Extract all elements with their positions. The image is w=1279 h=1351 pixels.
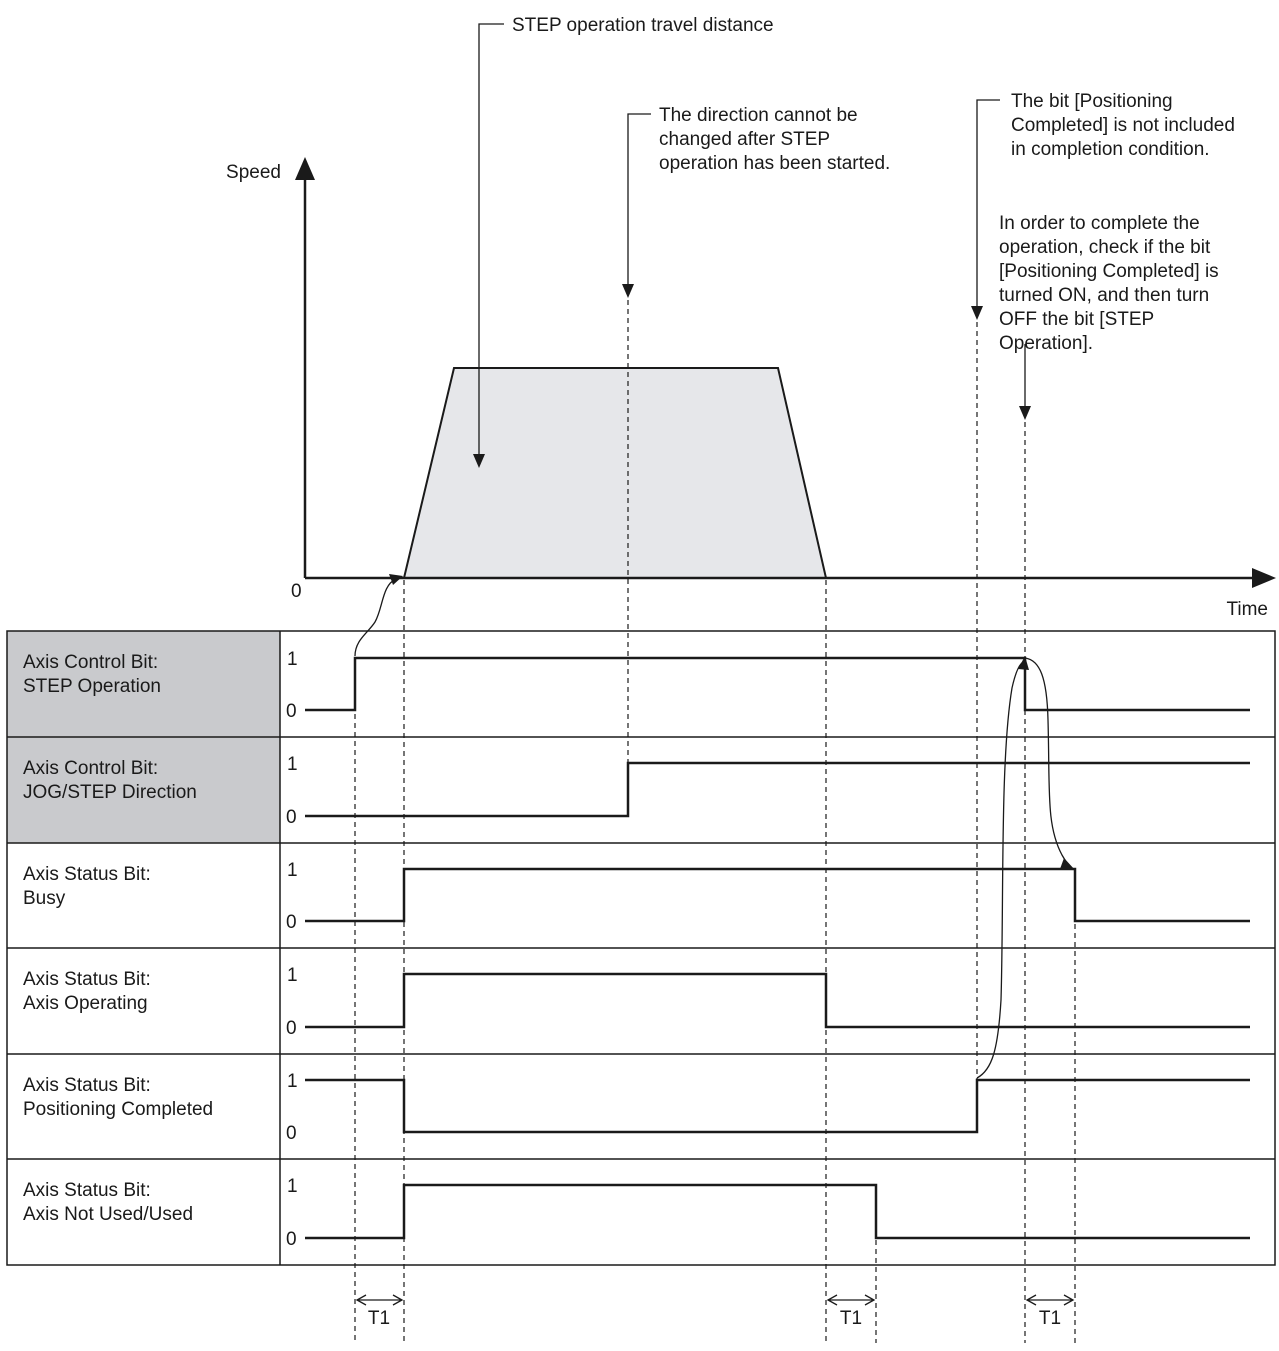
waveform-jog-step-direction: [305, 761, 1250, 818]
row-label: Axis Status Bit:: [23, 969, 151, 990]
t1-marker: T1: [1025, 1294, 1075, 1329]
waveform-busy: [305, 867, 1250, 923]
callout-direction-line: operation has been started.: [659, 153, 890, 174]
causal-arrowhead: [1060, 858, 1075, 870]
level-high-label: 1: [287, 965, 298, 986]
callout-positioning: The bit [Positioning Completed] is not i…: [971, 91, 1235, 320]
callout-arrowhead: [1019, 406, 1031, 420]
callout-direction-line: changed after STEP: [659, 129, 830, 150]
event-guides: [354, 300, 1076, 1343]
callout-complete-line: [Positioning Completed] is: [999, 261, 1219, 282]
t1-label: T1: [368, 1308, 390, 1329]
speed-origin-label: 0: [291, 581, 302, 602]
level-high-label: 1: [287, 1071, 298, 1092]
callout-complete-line: Operation].: [999, 333, 1093, 354]
row-label: Axis Status Bit:: [23, 864, 151, 885]
callout-travel-distance: STEP operation travel distance: [473, 15, 774, 468]
speed-axis-label: Speed: [226, 162, 281, 183]
level-high-label: 1: [287, 649, 298, 670]
row-label-cell-step-operation: [7, 631, 280, 737]
level-high-label: 1: [287, 860, 298, 881]
waveform-positioning-completed: [305, 1078, 1250, 1134]
waveforms: [305, 656, 1250, 1240]
callout-arrowhead: [971, 306, 983, 320]
causal-arrowhead: [389, 574, 403, 585]
callout-complete-line: turned ON, and then turn: [999, 285, 1209, 306]
row-label: Axis Operating: [23, 993, 148, 1014]
level-low-label: 0: [286, 701, 297, 722]
waveform-axis-operating: [305, 972, 1250, 1029]
t1-label: T1: [840, 1308, 862, 1329]
level-low-label: 0: [286, 1123, 297, 1144]
level-low-label: 0: [286, 807, 297, 828]
callout-arrowhead: [622, 284, 634, 298]
callout-complete-line: OFF the bit [STEP: [999, 309, 1154, 330]
level-high-label: 1: [287, 754, 298, 775]
row-label: Axis Control Bit:: [23, 758, 158, 779]
time-axis-label: Time: [1226, 599, 1268, 620]
level-low-label: 0: [286, 1018, 297, 1039]
callout-complete-line: operation, check if the bit: [999, 237, 1211, 258]
callout-complete: In order to complete the operation, chec…: [999, 213, 1219, 420]
callout-positioning-line: in completion condition.: [1011, 139, 1210, 160]
row-label: Positioning Completed: [23, 1099, 213, 1120]
level-high-label: 1: [287, 1176, 298, 1197]
callout-travel-text: STEP operation travel distance: [512, 15, 774, 36]
callout-direction-line: The direction cannot be: [659, 105, 858, 126]
row-label: STEP Operation: [23, 676, 161, 697]
callout-positioning-line: Completed] is not included: [1011, 115, 1235, 136]
row-label: Axis Status Bit:: [23, 1180, 151, 1201]
level-low-label: 0: [286, 1229, 297, 1250]
t1-marker: T1: [355, 1294, 404, 1329]
t1-marker: T1: [826, 1294, 876, 1329]
causal-arrowhead: [1018, 656, 1029, 670]
speed-chart: Speed Time 0: [226, 157, 1276, 620]
row-label: Axis Not Used/Used: [23, 1204, 193, 1225]
row-label: Busy: [23, 888, 66, 909]
callout-arrowhead: [473, 454, 485, 468]
level-low-label: 0: [286, 912, 297, 933]
signal-table: Axis Control Bit: STEP Operation Axis Co…: [6, 630, 1276, 1266]
waveform-axis-not-used-used: [305, 1183, 1250, 1240]
callout-direction: The direction cannot be changed after ST…: [622, 105, 890, 298]
row-label: JOG/STEP Direction: [23, 782, 197, 803]
time-axis-arrowhead: [1252, 568, 1276, 588]
causal-arrows: [354, 574, 1075, 1079]
waveform-step-operation: [305, 656, 1250, 712]
row-label: Axis Control Bit:: [23, 652, 158, 673]
callout-positioning-line: The bit [Positioning: [1011, 91, 1173, 112]
speed-axis-arrowhead: [295, 157, 315, 180]
t1-markers: T1 T1 T1: [355, 1294, 1075, 1329]
row-label: Axis Status Bit:: [23, 1075, 151, 1096]
t1-label: T1: [1039, 1308, 1061, 1329]
row-label-cell-jog-step-direction: [7, 737, 280, 843]
callout-complete-line: In order to complete the: [999, 213, 1200, 234]
speed-profile-trapezoid: [402, 367, 828, 579]
